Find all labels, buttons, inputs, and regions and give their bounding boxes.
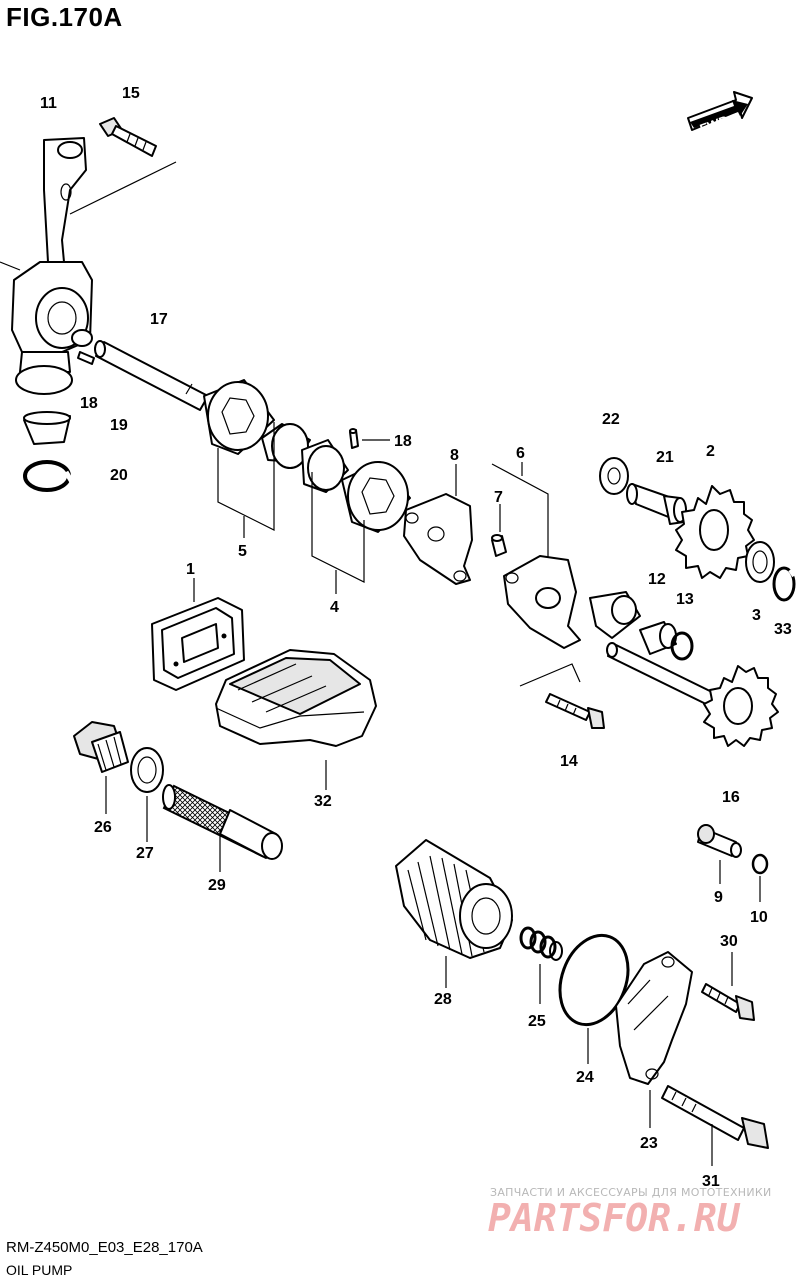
part-16-pump-gear-shaft — [606, 642, 717, 707]
part-32-oil-guide — [215, 649, 377, 790]
callout-3: 3 — [752, 607, 761, 624]
part-26-drain-plug — [73, 721, 129, 814]
callout-13: 13 — [676, 591, 694, 608]
callout-7: 7 — [494, 489, 503, 506]
callout-33: 33 — [774, 621, 792, 638]
part-17-pump-shaft — [94, 340, 209, 411]
part-18-pin-a — [77, 351, 95, 365]
part-30-bolt — [701, 952, 755, 1021]
part-25-spring — [519, 926, 563, 1004]
figure-title: FIG.170A — [6, 2, 123, 32]
callout-27: 27 — [136, 845, 154, 862]
part-12-bushing — [589, 591, 677, 655]
callout-24: 24 — [576, 1069, 594, 1086]
callout-6: 6 — [516, 445, 525, 462]
callout-20: 20 — [110, 467, 128, 484]
group-name: OIL PUMP — [6, 1262, 73, 1278]
callout-22: 22 — [602, 411, 620, 428]
callout-4: 4 — [330, 599, 339, 616]
part-9-oil-bolt — [697, 824, 742, 884]
callout-18-a: 18 — [80, 395, 98, 412]
part-3-washer — [745, 541, 775, 583]
part-7-dowel-pin — [491, 504, 507, 557]
part-2-drive-gear — [675, 485, 755, 579]
part-18-pin-b — [349, 428, 390, 449]
callout-14: 14 — [560, 753, 578, 770]
part-20-circlip — [23, 460, 75, 492]
callout-19: 19 — [110, 417, 128, 434]
callout-18-b: 18 — [394, 433, 412, 450]
part-16-driven-gear — [703, 665, 779, 747]
callout-15: 15 — [122, 85, 140, 102]
part-5-outer-rotor — [203, 379, 275, 455]
diagram-code: RM-Z450M0_E03_E28_170A — [6, 1239, 203, 1256]
callout-29: 29 — [208, 877, 226, 894]
watermark-tagline: ЗАПЧАСТИ И АКСЕССУАРЫ ДЛЯ МОТОТЕХНИКИ — [490, 1186, 772, 1199]
callout-10: 10 — [750, 909, 768, 926]
part-15-bolt — [69, 117, 177, 215]
part-27-washer — [130, 747, 164, 842]
part-24-o-ring — [558, 933, 630, 1064]
part-6-pump-body — [491, 462, 581, 649]
callout-12: 12 — [648, 571, 666, 588]
watermark-brand: PARTSFOR.RU — [488, 1196, 740, 1240]
part-33-circlip — [772, 566, 796, 602]
callout-9: 9 — [714, 889, 723, 906]
callout-17: 17 — [150, 311, 168, 328]
part-28-oil-filter — [395, 839, 513, 988]
callout-21: 21 — [656, 449, 674, 466]
callout-11: 11 — [40, 95, 57, 112]
callout-2: 2 — [706, 443, 715, 460]
callout-25: 25 — [528, 1013, 546, 1030]
callout-8: 8 — [450, 447, 459, 464]
fwd-direction-badge: FWD — [687, 91, 753, 136]
callout-23: 23 — [640, 1135, 658, 1152]
callout-32: 32 — [314, 793, 332, 810]
callout-30: 30 — [720, 933, 738, 950]
callout-31: 31 — [702, 1173, 720, 1190]
part-4-inner-rotor — [301, 439, 349, 493]
part-14-bolt — [545, 693, 605, 729]
part-8-pump-cover — [403, 464, 473, 585]
callout-5: 5 — [238, 543, 247, 560]
part-13-o-ring — [670, 631, 694, 661]
part-29-oil-screen — [162, 784, 283, 872]
callout-26: 26 — [94, 819, 112, 836]
callout-1: 1 — [186, 561, 195, 578]
callout-28: 28 — [434, 991, 452, 1008]
part-1-gasket — [151, 578, 245, 691]
part-19-oil-strainer — [23, 411, 71, 445]
callout-16: 16 — [722, 789, 740, 806]
part-22-washer — [599, 457, 629, 495]
part-31-bolt — [661, 1085, 769, 1166]
part-23-filter-cap — [615, 951, 693, 1128]
part-4-outer-rotor — [341, 461, 411, 533]
part-11-strainer-housing — [0, 137, 93, 395]
part-10-o-ring — [751, 853, 769, 902]
part-21-collar — [626, 483, 687, 525]
